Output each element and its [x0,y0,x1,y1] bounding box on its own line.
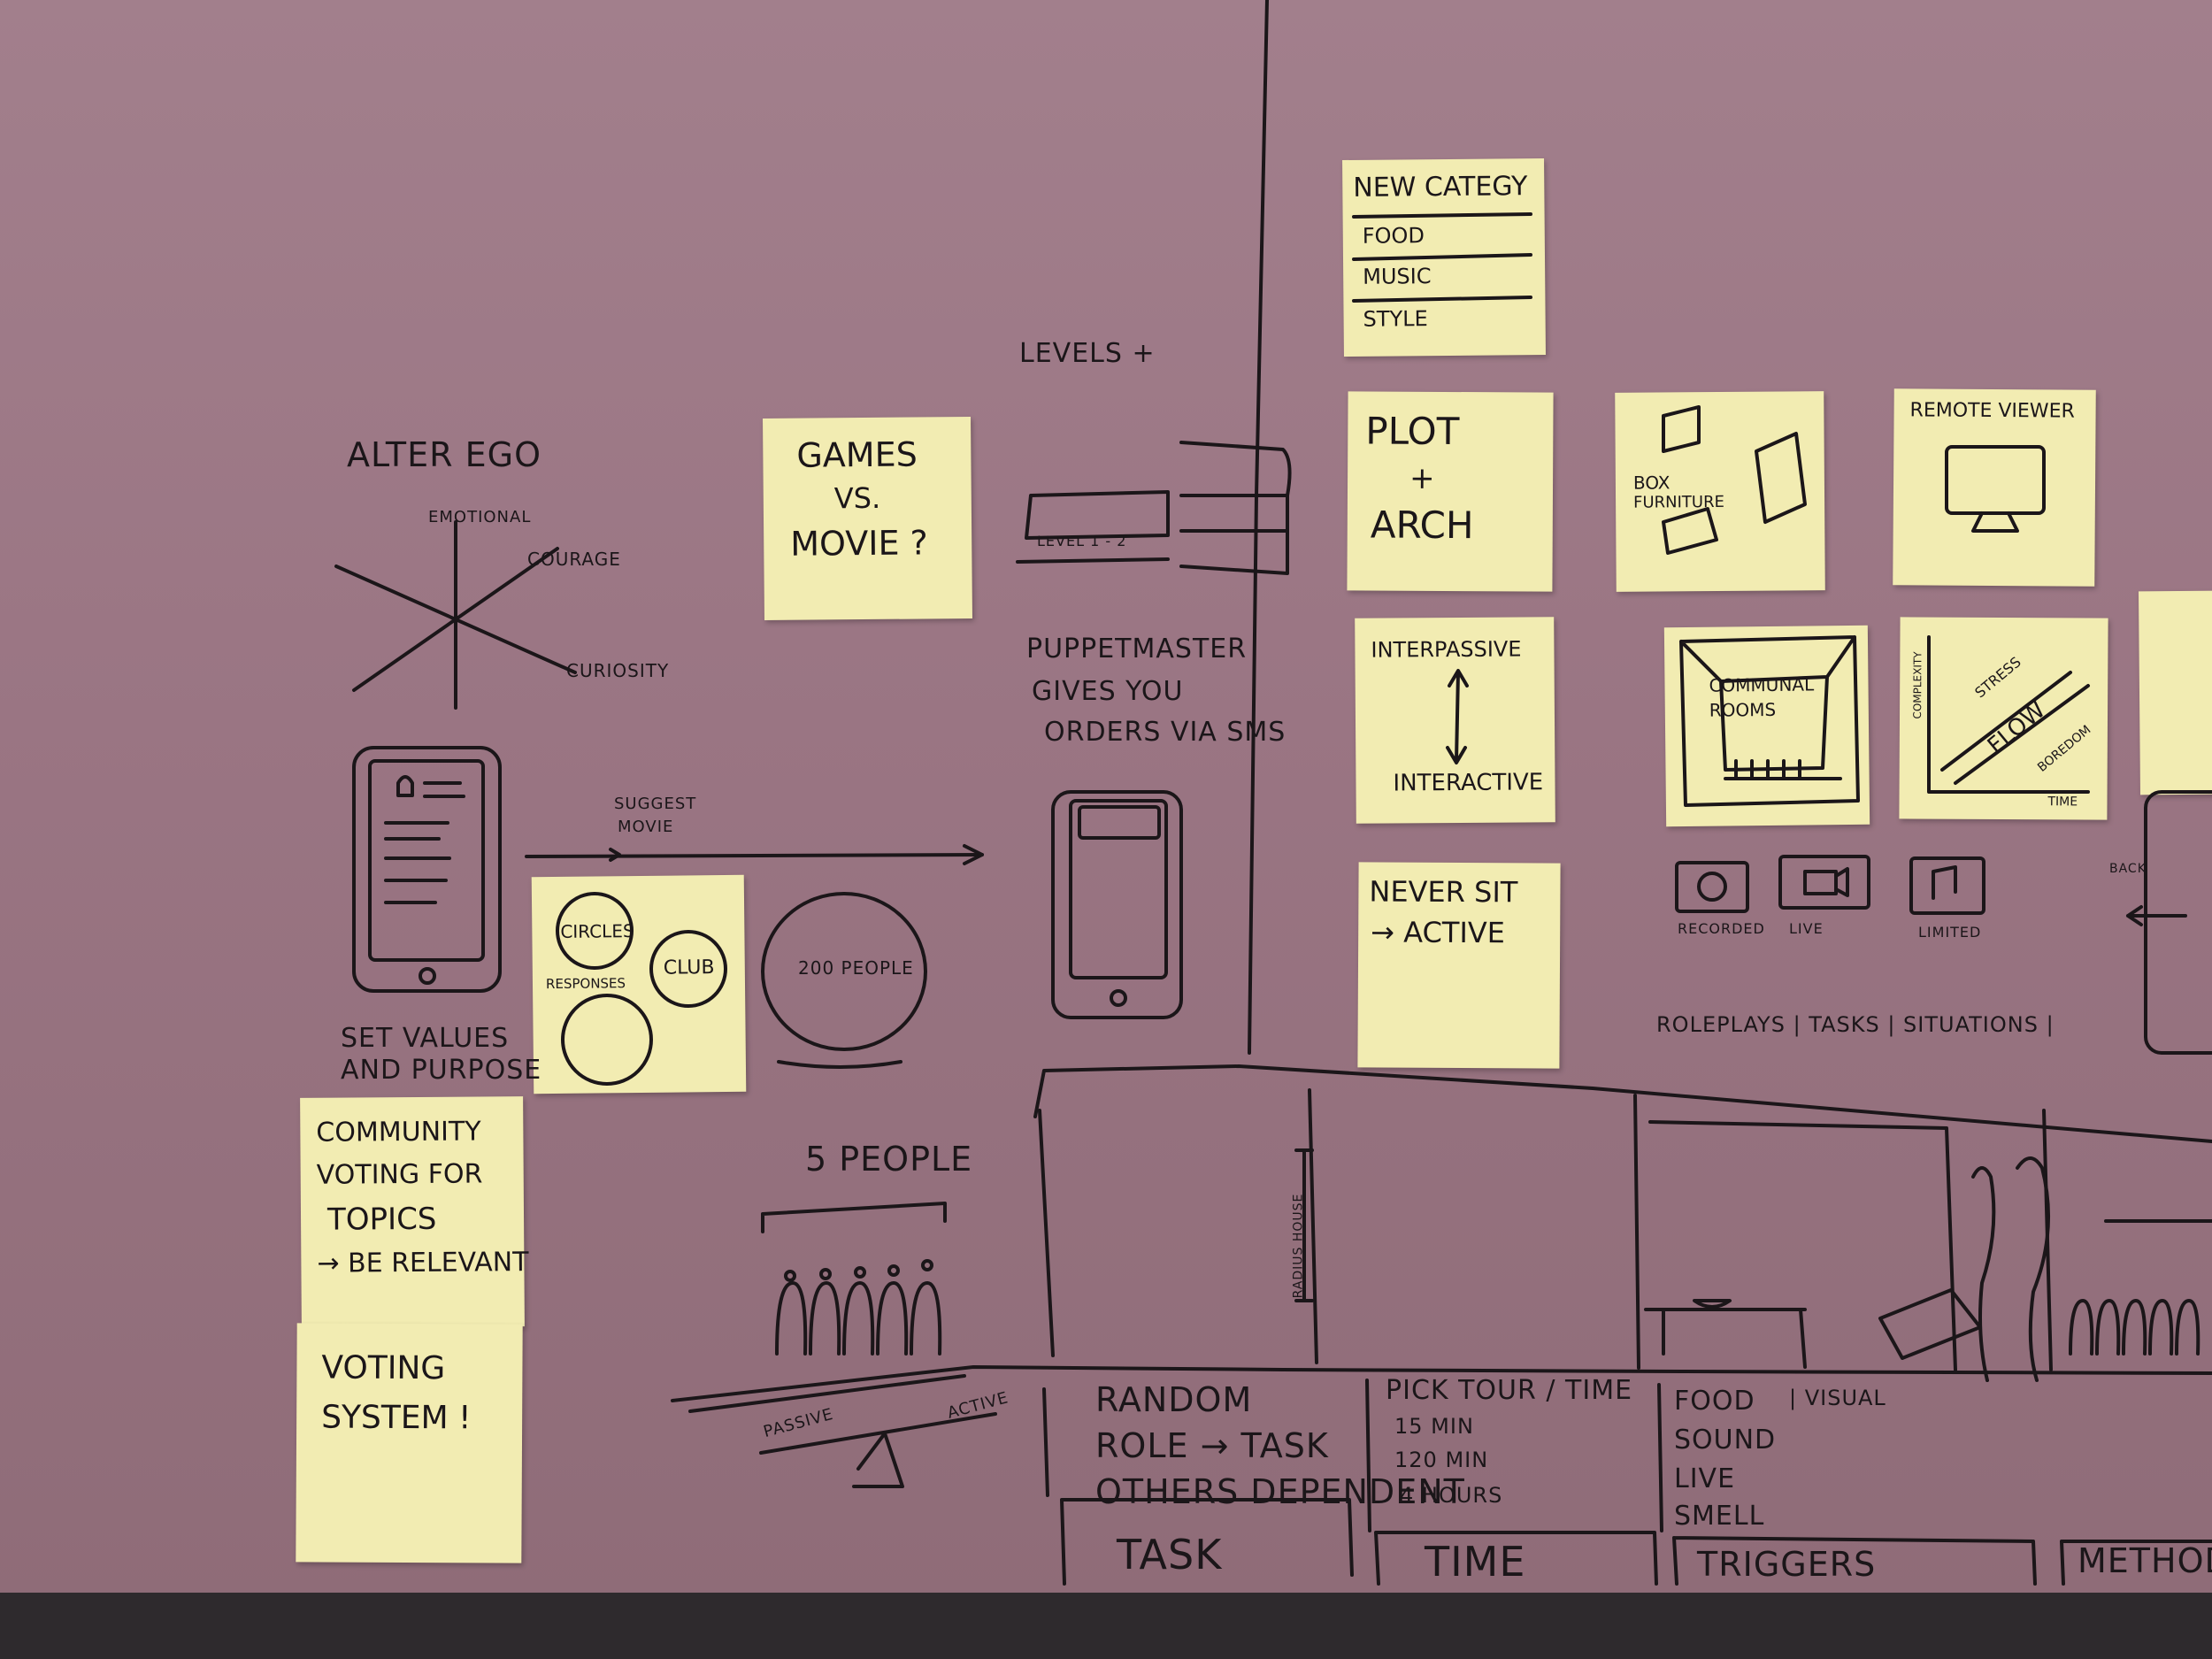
label-task-random: RANDOM [1095,1380,1253,1419]
label-pick-tour: PICK TOUR / TIME [1386,1375,1633,1406]
label-level-1-2: LEVEL 1 - 2 [1037,533,1127,549]
label-alter-ego: ALTER EGO [347,435,542,474]
label-trigger-sound: SOUND [1674,1425,1777,1455]
label-15-min: 15 MIN [1394,1414,1474,1439]
label-gives-you: GIVES YOU [1032,676,1184,707]
note-voting-line2: SYSTEM ! [321,1399,472,1437]
note-community-voting: COMMUNITY VOTING FOR TOPICS → BE RELEVAN… [300,1096,529,1328]
note-games-line3: MOVIE ? [790,523,928,564]
label-5-people: 5 PEOPLE [805,1140,973,1179]
column-method: METHOD [2078,1541,2212,1580]
label-recorded: RECORDED [1678,920,1765,937]
label-levels: LEVELS + [1019,338,1156,369]
note-time-axis-label: TIME [2047,795,2078,810]
note-box-line2: FURNITURE [1633,492,1725,512]
note-communal-line2: ROOMS [1709,698,1777,721]
label-120-min: 120 MIN [1394,1448,1489,1472]
label-courage: COURAGE [527,549,621,570]
label-emotional: EMOTIONAL [428,508,532,526]
note-circles-label: CIRCLES [560,920,634,942]
label-trigger-live: LIVE [1674,1463,1736,1494]
note-plot-line2: + [1409,460,1435,496]
note-edge-right [2138,590,2212,795]
note-category-item-style: STYLE [1363,306,1428,332]
note-category-item-food: FOOD [1362,223,1425,249]
note-inter-bottom: INTERACTIVE [1393,769,1544,797]
note-flow-label: FLOW [1982,696,2051,760]
note-never-line1: NEVER SIT [1369,874,1518,910]
note-games-vs-movie: GAMES VS. MOVIE ? [763,416,972,621]
label-orders-via-sms: ORDERS VIA SMS [1044,717,1286,748]
note-flow-chart: STRESS FLOW BOREDOM COMPLEXITY TIME [1899,617,2108,820]
column-triggers: TRIGGERS [1697,1545,1877,1584]
note-category-item-music: MUSIC [1363,264,1432,289]
label-trigger-food: FOOD [1674,1386,1755,1417]
note-community-line3: TOPICS [326,1201,437,1238]
note-box-line1: BOX [1632,472,1671,494]
label-puppetmaster: PUPPETMASTER [1026,634,1248,664]
label-set-values: SET VALUES [341,1023,510,1054]
label-visual: | VISUAL [1789,1386,1886,1410]
note-club-label: CLUB [663,956,715,979]
column-task: TASK [1117,1531,1223,1578]
note-complexity-label: COMPLEXITY [1911,651,1924,719]
note-plot-line1: PLOT [1365,409,1460,454]
note-plot-arch: PLOT + ARCH [1347,391,1554,592]
note-remote-viewer: REMOTE VIEWER [1893,388,2096,587]
note-never-line2: → ACTIVE [1371,915,1506,950]
note-communal-line1: COMMUNAL [1709,673,1815,696]
note-interpassive: INTERPASSIVE INTERACTIVE [1355,617,1555,824]
note-box-furniture: BOX FURNITURE [1615,391,1825,592]
label-movie: MOVIE [618,818,674,836]
label-roleplays: ROLEPLAYS | TASKS | SITUATIONS | [1656,1012,2055,1037]
note-responses-label: RESPONSES [545,975,626,993]
note-games-line2: VS. [833,480,881,516]
label-trigger-smell: SMELL [1674,1501,1765,1532]
note-communal-rooms: COMMUNAL ROOMS [1663,625,1870,827]
note-voting-line1: VOTING [321,1349,446,1387]
floor [0,1593,2212,1659]
label-curiosity: CURIOSITY [566,660,670,681]
note-games-line1: GAMES [796,434,918,475]
label-200-people: 200 PEOPLE [798,957,914,979]
label-live: LIVE [1789,920,1824,937]
note-new-category: NEW CATEGY FOOD MUSIC STYLE [1342,158,1546,357]
label-and-purpose: AND PURPOSE [341,1055,542,1086]
label-back: BACK [2109,862,2147,876]
label-task-role: ROLE → TASK [1095,1426,1329,1465]
note-never-sit: NEVER SIT → ACTIVE [1357,862,1561,1069]
note-inter-top: INTERPASSIVE [1371,636,1522,663]
note-category-title: NEW CATEGY [1353,171,1528,204]
note-community-line2: VOTING FOR [316,1158,483,1191]
column-time: TIME [1425,1538,1526,1586]
note-community-line1: COMMUNITY [316,1116,481,1148]
label-4-hours: 4 HOURS [1400,1483,1503,1508]
note-remote-label: REMOTE VIEWER [1909,399,2075,423]
note-community-line4: → BE RELEVANT [317,1247,529,1279]
label-radius-house: RADIUS HOUSE [1291,1193,1306,1299]
note-voting-system: VOTING SYSTEM ! [296,1323,523,1563]
label-limited: LIMITED [1918,924,1982,941]
note-plot-line3: ARCH [1370,503,1474,548]
note-circles: CIRCLES CLUB RESPONSES [531,874,747,1094]
note-boredom-label: BOREDOM [2035,722,2094,775]
label-suggest: SUGGEST [614,795,697,813]
note-stress-label: STRESS [1971,653,2024,702]
